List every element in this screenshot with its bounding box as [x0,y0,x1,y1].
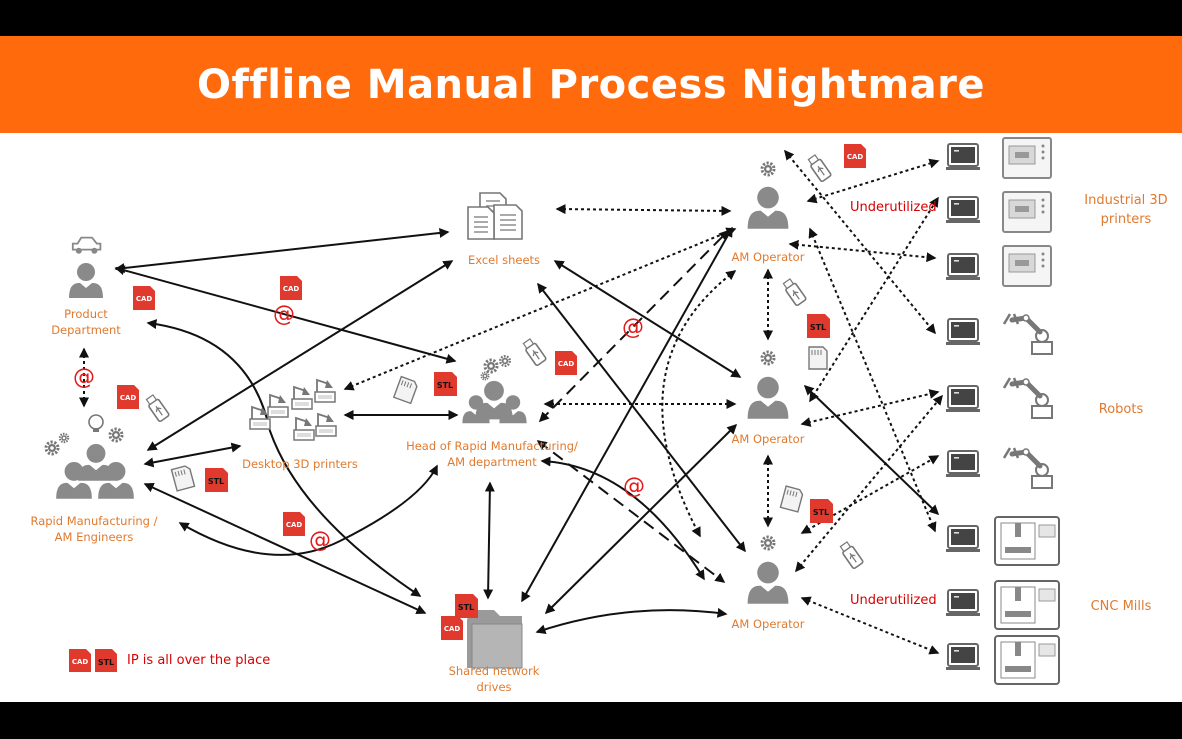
am-operator-3-icon [747,535,789,604]
cnc-mill-icon [994,635,1060,685]
terminal-icon [945,253,981,281]
label-shared-drives: Shared network drives [448,664,540,694]
email-at-icon: @ [309,528,331,553]
svg-text:CAD: CAD [286,521,303,529]
stl-tag: STL [455,594,478,618]
shared-drives-icon [467,610,523,669]
terminal-icon [945,318,981,346]
label-am-operator-3: AM Operator [731,617,805,631]
label-head-of-rm: Head of Rapid Manufacturing/ AM departme… [406,439,578,469]
robot-arm-icon [1004,378,1052,418]
workflow-diagram: CAD CAD CAD CAD CAD CAD CAD STL STL STL … [44,137,1060,685]
cnc-mill-icon [994,516,1060,566]
engineers-icon [44,414,134,499]
head-of-rm-icon [462,355,527,424]
slide-title: Offline Manual Process Nightmare [197,61,985,108]
stl-tag: STL [810,499,833,523]
svg-text:CAD: CAD [120,394,137,402]
status-underutilized-1: Underutilized [850,200,937,215]
terminal-icon [945,525,981,553]
cad-tag: CAD [441,616,463,640]
robot-arm-icon [1004,448,1052,488]
email-marks: @ @ @ @ @ [73,302,645,553]
cad-tag: CAD [280,276,302,300]
status-underutilized-2: Underutilized [850,593,937,608]
usb-drive-icon [805,153,833,183]
terminal-icon [945,589,981,617]
machine-terminals [945,143,981,671]
label-desktop-printers: Desktop 3D printers [242,457,358,471]
industrial-printer-icon [1002,191,1052,233]
file-tags: CAD CAD CAD CAD CAD CAD CAD STL STL STL … [117,144,866,640]
sd-card-icon [393,375,419,405]
svg-text:STL: STL [98,658,114,667]
cad-tag: CAD [283,512,305,536]
usb-drive-icon [520,337,548,367]
terminal-icon [945,643,981,671]
legend-icons: CAD STL [69,649,117,672]
svg-text:CAD: CAD [283,285,300,293]
product-department-icon [69,236,103,298]
connection-arrows [79,149,943,655]
svg-text:STL: STL [810,323,826,332]
stl-tag: STL [205,468,228,492]
slide: Offline Manual Process Nightmare [0,36,1182,702]
group-industrial-printers: Industrial 3D printers [1084,193,1168,227]
robot-arm-icon [1004,314,1052,354]
svg-text:CAD: CAD [444,625,461,633]
usb-drive-icon [143,393,171,423]
label-product-department: Product Department [51,307,121,337]
svg-text:STL: STL [458,603,474,612]
cnc-mill-icon [994,580,1060,630]
robots [1004,314,1052,488]
svg-text:CAD: CAD [847,153,864,161]
stl-tag: STL [807,314,830,338]
usb-drive-icon [780,277,808,307]
svg-text:CAD: CAD [558,360,575,368]
desktop-printers-icon [249,379,337,441]
svg-text:CAD: CAD [136,295,153,303]
excel-sheets-icon [467,192,523,240]
email-at-icon: @ [73,365,95,390]
sd-card-icon [779,485,805,513]
cad-tag: CAD [844,144,866,168]
group-robots: Robots [1098,402,1144,417]
am-operator-2-icon [747,350,789,419]
label-am-operator-1: AM Operator [731,250,805,264]
sd-card-icon [808,346,828,370]
label-excel-sheets: Excel sheets [467,253,541,267]
label-am-operator-2: AM Operator [731,432,805,446]
email-at-icon: @ [622,315,644,340]
label-am-engineers: Rapid Manufacturing / AM Engineers [30,514,158,544]
title-banner: Offline Manual Process Nightmare [0,36,1182,133]
usb-drive-icon [837,540,865,570]
group-cnc-mills: CNC Mills [1090,599,1152,614]
email-at-icon: @ [273,302,295,327]
cad-tag: CAD [555,351,577,375]
cad-tag: CAD [133,286,155,310]
industrial-printer-icon [1002,245,1052,287]
terminal-icon [945,143,981,171]
stl-tag: STL [434,372,457,396]
svg-text:CAD: CAD [72,658,89,666]
svg-text:STL: STL [208,477,224,486]
sd-card-icon [170,464,196,492]
cnc-mills [994,516,1060,685]
terminal-icon [945,196,981,224]
terminal-icon [945,385,981,413]
svg-text:STL: STL [437,381,453,390]
am-operator-1-icon [747,161,789,229]
email-at-icon: @ [623,474,645,499]
industrial-printers [1002,137,1052,287]
legend-text: IP is all over the place [127,653,271,668]
industrial-printer-icon [1002,137,1052,179]
svg-text:STL: STL [813,508,829,517]
terminal-icon [945,450,981,478]
cad-tag: CAD [117,385,139,409]
